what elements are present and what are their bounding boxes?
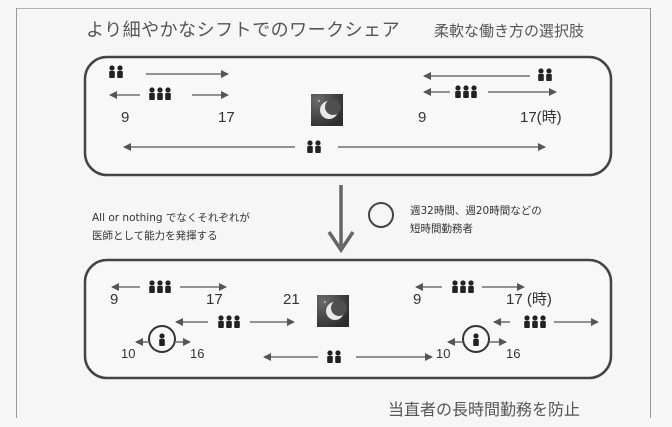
middle-left-line1: All or nothing でなくそれぞれが [92,212,250,224]
person-icon [165,280,171,293]
person-icon [452,280,458,293]
moon-icon [317,295,349,327]
title: より細やかなシフトでのワークシェア [86,20,401,41]
time-label: 16 [190,346,204,361]
middle-right-text: 週32時間、週20時間などの 短時間勤務者 [410,202,542,238]
person-icon [117,65,123,78]
middle-right-line1: 週32時間、週20時間などの [410,205,542,217]
time-label: 10 [436,346,450,361]
person-icon [455,85,461,98]
middle-right-line2: 短時間勤務者 [410,223,473,235]
person-icon [473,333,479,346]
person-icon [149,87,155,100]
person-icon [165,87,171,100]
person-icon [157,87,163,100]
person-icon [524,315,530,328]
person-icon [471,85,477,98]
person-icon [315,140,321,153]
time-label: 17 [218,109,235,126]
person-icon [538,68,544,81]
circle-icon [368,202,394,228]
frame-top [16,8,651,9]
person-icon [157,280,163,293]
person-icon [234,315,240,328]
top-panel [83,55,613,177]
time-label: 16 [506,346,520,361]
time-label: 10 [121,346,135,361]
time-label: 9 [418,109,426,126]
time-label: 17 [206,291,223,308]
circle-icon [148,325,176,353]
person-icon [149,280,155,293]
person-icon [335,350,341,363]
down-arrow-head [327,231,355,254]
person-icon [468,280,474,293]
person-icon [307,140,313,153]
circle-icon [462,325,490,353]
person-icon [218,315,224,328]
time-label: 21 [283,291,300,308]
frame-right [650,8,651,418]
subtitle: 柔軟な働き方の選択肢 [434,22,585,40]
middle-left-text: All or nothing でなくそれぞれが 医師として能力を発揮する [92,209,250,245]
time-label: 17 (時) [506,291,552,308]
middle-left-line2: 医師として能力を発揮する [92,230,218,242]
person-icon [109,65,115,78]
person-icon [226,315,232,328]
time-label: 9 [121,109,129,126]
footer-caption: 当直者の長時間勤務を防止 [388,400,581,419]
time-label: 9 [110,291,118,308]
time-label: 9 [413,291,421,308]
person-icon [463,85,469,98]
time-label: 17(時) [520,109,562,126]
person-icon [327,350,333,363]
person-icon [159,333,165,346]
frame-left [16,8,17,418]
person-icon [460,280,466,293]
person-icon [540,315,546,328]
person-icon [546,68,552,81]
person-icon [532,315,538,328]
moon-icon [311,94,343,126]
